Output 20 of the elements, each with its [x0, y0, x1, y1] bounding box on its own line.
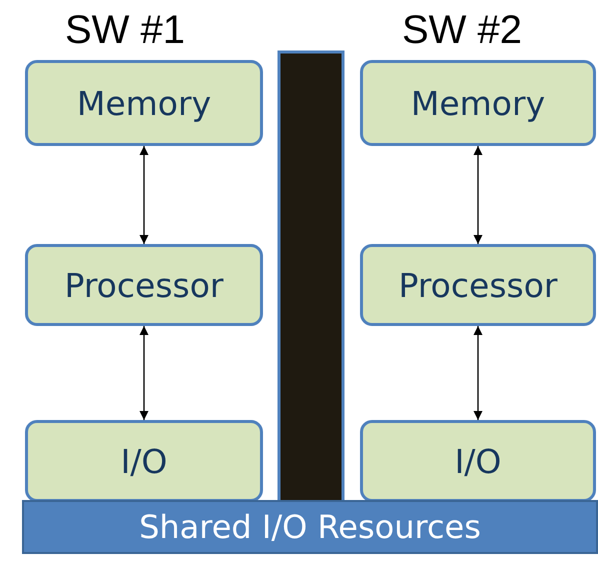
component-box	[25, 420, 263, 502]
component-box	[360, 244, 596, 326]
component-box	[360, 60, 596, 146]
component-box	[360, 420, 596, 502]
column-heading: SW #1	[65, 8, 186, 53]
box-label: I/O	[120, 442, 168, 480]
box-label: Memory	[76, 84, 212, 122]
component-box	[25, 244, 263, 326]
column-heading: SW #2	[402, 8, 522, 53]
arrow	[140, 146, 148, 244]
box-label: Processor	[398, 266, 558, 304]
shared-resource-bar	[22, 500, 598, 554]
box-label: Shared I/O Resources	[139, 508, 481, 546]
component-box	[25, 60, 263, 146]
box-label: Memory	[410, 84, 546, 122]
box-label: Processor	[64, 266, 224, 304]
arrow	[140, 326, 148, 420]
arrow	[474, 146, 482, 244]
arrow	[474, 326, 482, 420]
box-label: I/O	[454, 442, 502, 480]
